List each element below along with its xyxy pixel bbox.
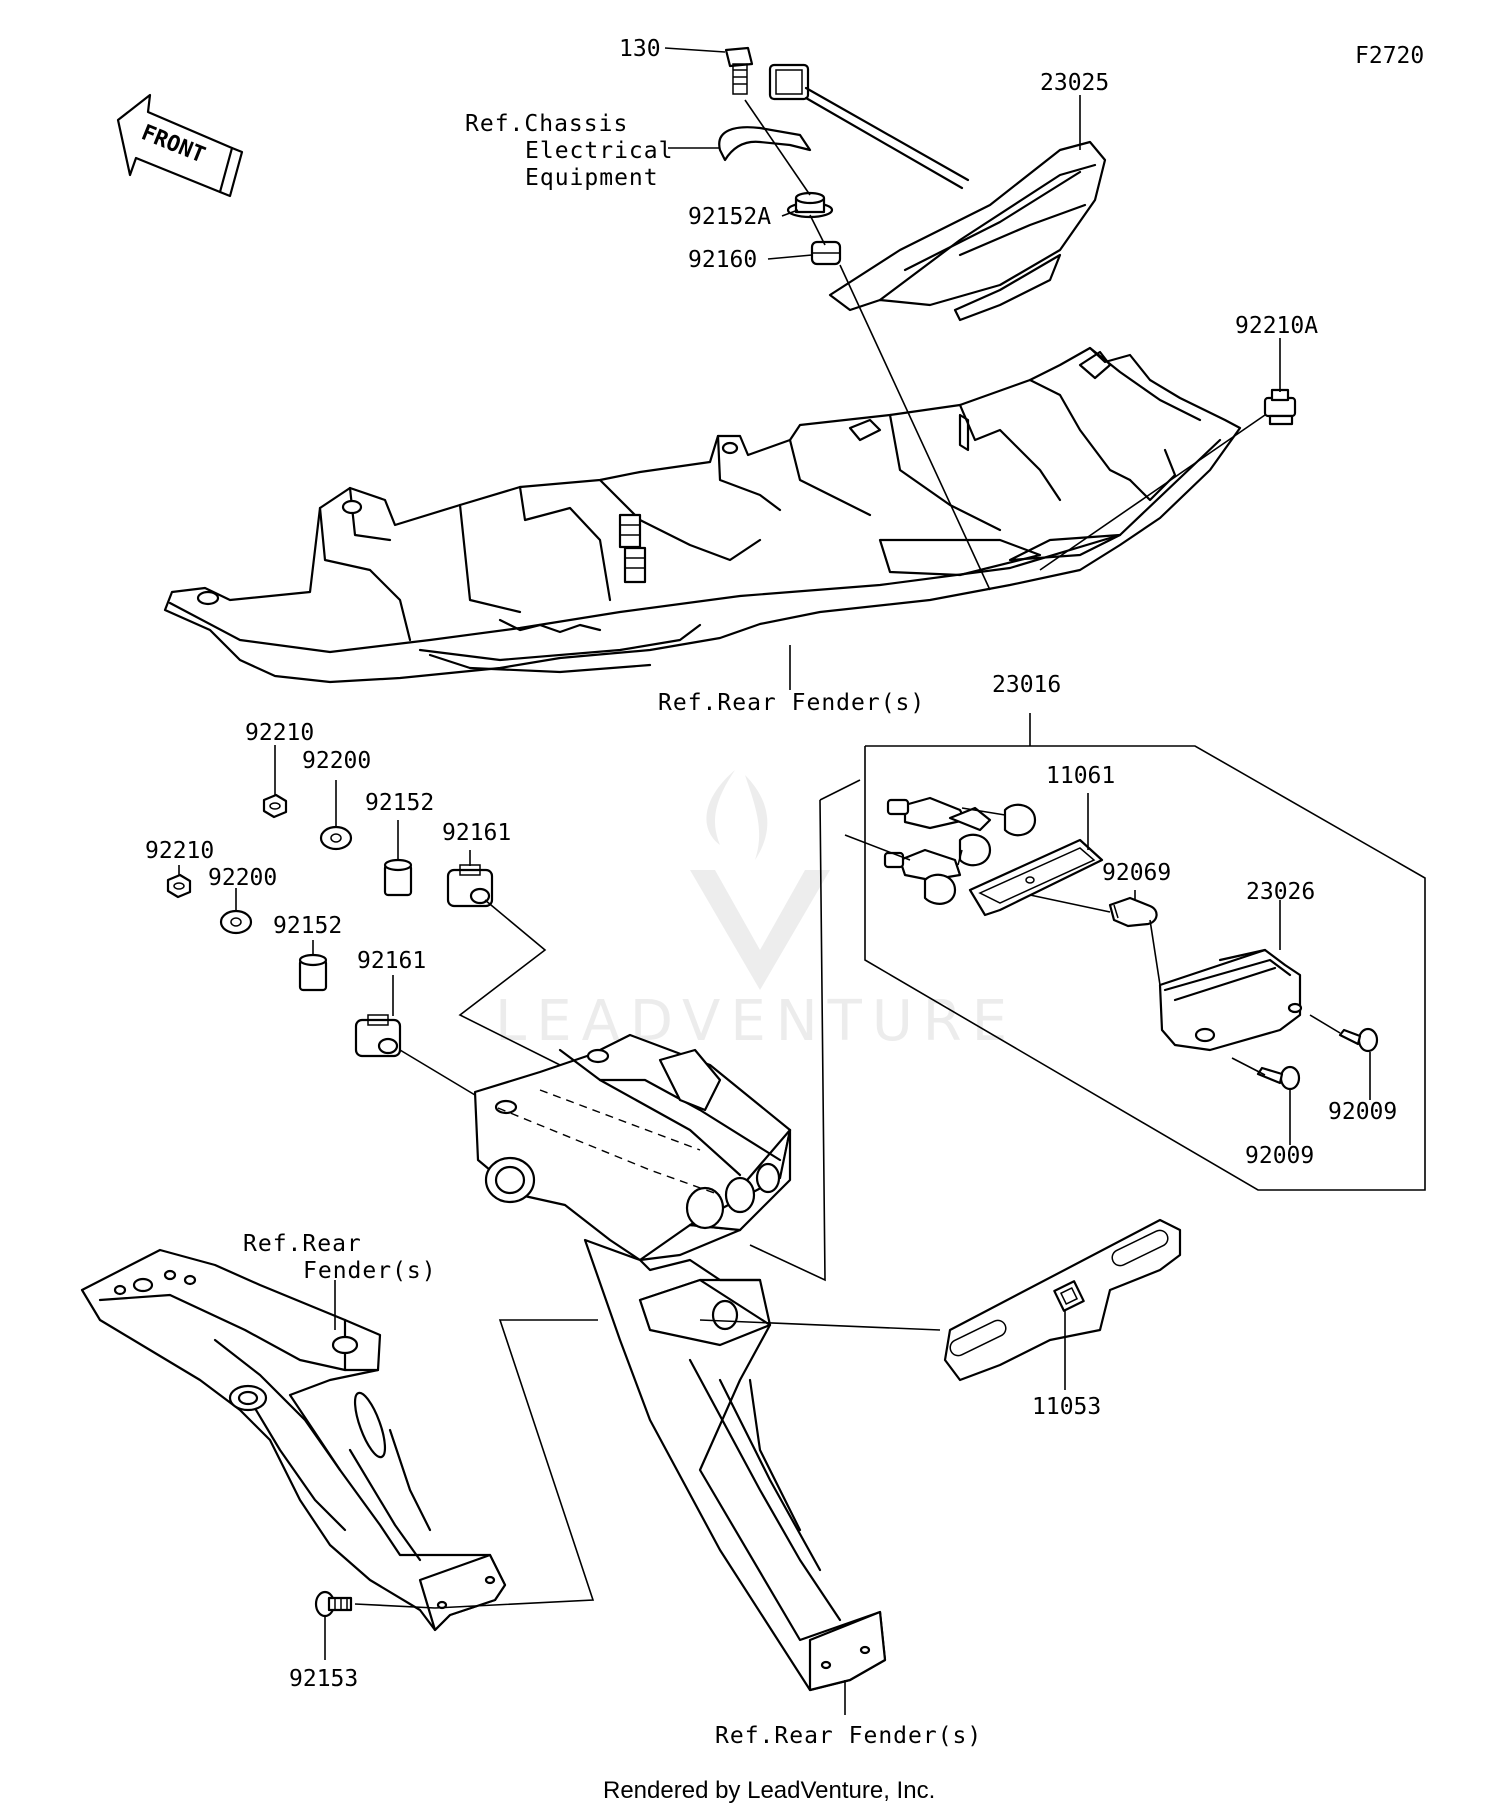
bolt-130 xyxy=(724,46,754,95)
collar-92152-upper xyxy=(383,858,413,897)
clip-92210a xyxy=(1263,388,1297,426)
label-11053: 11053 xyxy=(1032,1394,1101,1420)
footer-credit: Rendered by LeadVenture, Inc. xyxy=(603,1777,935,1804)
wire-bracket xyxy=(718,126,812,162)
label-92069: 92069 xyxy=(1102,860,1171,886)
label-92009-right: 92009 xyxy=(1328,1099,1397,1125)
label-11061: 11061 xyxy=(1046,763,1115,789)
label-92153: 92153 xyxy=(289,1666,358,1692)
label-92152-upper: 92152 xyxy=(365,790,434,816)
washer-92200-lower xyxy=(219,909,253,935)
label-23025: 23025 xyxy=(1040,70,1109,96)
screw-92009-right xyxy=(1338,1027,1379,1053)
label-92161-lower: 92161 xyxy=(357,948,426,974)
plate-bracket-11053 xyxy=(943,1218,1182,1382)
collar-92152-lower xyxy=(298,953,328,992)
assembly-box-23016 xyxy=(864,745,1426,1191)
label-92200-lower: 92200 xyxy=(208,865,277,891)
label-92009-left: 92009 xyxy=(1245,1143,1314,1169)
grommet-92161-lower xyxy=(354,1014,402,1058)
label-92210a: 92210A xyxy=(1235,313,1318,339)
diagram-code: F2720 xyxy=(1355,43,1424,69)
connection-outline-top xyxy=(819,779,861,801)
screw-92009-left xyxy=(1256,1065,1301,1091)
ref-rear-fender-left-line2: Fender(s) xyxy=(303,1258,437,1284)
grommet-92160 xyxy=(810,240,842,266)
ref-chassis-line2: Electrical xyxy=(525,138,673,164)
ref-rear-fender-bottom: Ref.Rear Fender(s) xyxy=(715,1723,982,1749)
label-92160: 92160 xyxy=(688,247,757,273)
tail-light-23025 xyxy=(768,63,1107,322)
label-92200-upper: 92200 xyxy=(302,748,371,774)
ref-chassis-line1: Ref.Chassis xyxy=(465,111,628,137)
screw-92153 xyxy=(314,1590,353,1618)
label-23016: 23016 xyxy=(992,672,1061,698)
ref-rear-fender-top: Ref.Rear Fender(s) xyxy=(658,690,925,716)
front-direction-arrow-icon: FRONT xyxy=(116,93,244,198)
rear-fender-upper xyxy=(163,346,1242,684)
label-92161-upper: 92161 xyxy=(442,820,511,846)
ref-chassis-line3: Equipment xyxy=(525,165,659,191)
watermark: LEADVENTURE xyxy=(495,770,1017,1054)
label-23026: 23026 xyxy=(1246,879,1315,905)
label-92210-upper: 92210 xyxy=(245,720,314,746)
washer-92200-upper xyxy=(319,825,353,851)
license-lamp-assembly-23016 xyxy=(883,796,1379,1091)
leadventure-flame-logo-icon xyxy=(690,770,830,990)
collar-92152a xyxy=(786,191,834,219)
label-92210-lower: 92210 xyxy=(145,838,214,864)
label-92152a: 92152A xyxy=(688,204,771,230)
nut-92210-upper xyxy=(262,793,288,819)
rear-fender-lower-left xyxy=(80,1248,507,1632)
license-bracket xyxy=(473,1033,887,1692)
ref-rear-fender-left-line1: Ref.Rear xyxy=(243,1231,362,1257)
label-92152-lower: 92152 xyxy=(273,913,342,939)
watermark-text: LEADVENTURE xyxy=(495,989,1017,1054)
label-130: 130 xyxy=(619,36,661,62)
connection-outline xyxy=(749,799,826,1282)
nut-92210-lower xyxy=(166,873,192,899)
